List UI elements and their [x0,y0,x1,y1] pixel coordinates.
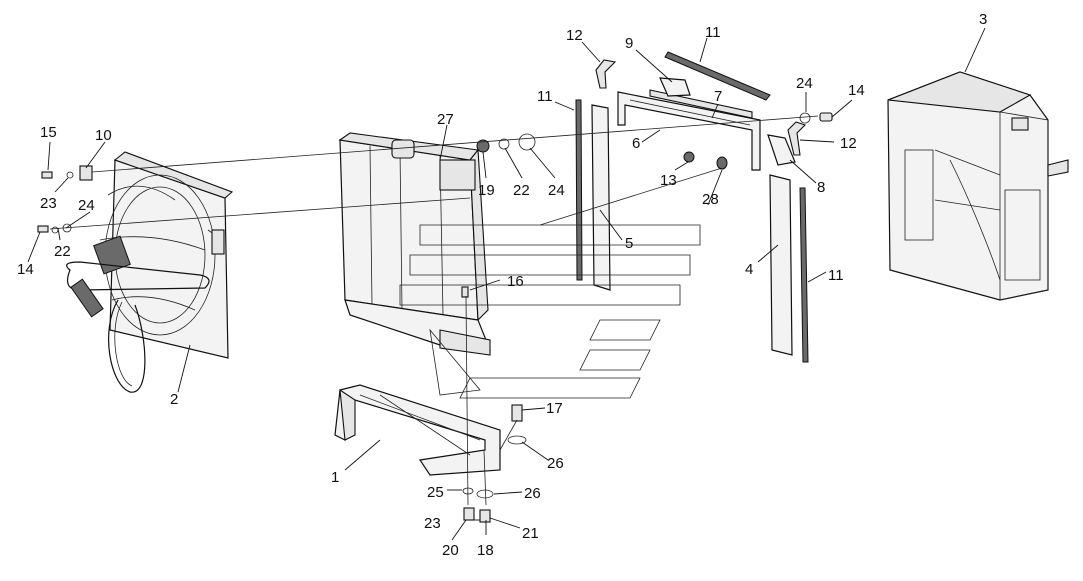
callout-28: 28 [702,191,719,208]
callout-23-left: 23 [40,195,57,212]
callout-3: 3 [979,11,987,28]
bracket-8 [767,134,796,166]
callout-9: 9 [625,35,633,52]
leader-lines [27,27,986,541]
callout-12-top: 12 [566,27,583,44]
callout-13: 13 [660,172,677,189]
callout-7: 7 [714,88,722,105]
side-panel-4 [769,174,793,356]
callout-20: 20 [442,542,459,559]
clip-12-top [595,59,617,89]
callout-labels: 1 2 3 4 5 6 7 8 9 10 11 11 11 12 12 13 1… [17,11,987,559]
callout-24-right: 24 [796,75,813,92]
callout-11-left: 11 [537,88,553,105]
callout-11-right: 11 [828,267,844,284]
seal-strip-left [575,99,583,281]
callout-23-bottom: 23 [424,515,441,532]
callout-11-top: 11 [705,24,721,41]
assembly-lines [49,115,819,506]
lower-support-bracket [334,384,501,476]
callout-1: 1 [331,469,339,486]
callout-18: 18 [477,542,494,559]
airflow-arrow [399,224,701,399]
callout-22-left: 22 [54,243,71,260]
callout-17: 17 [546,400,563,417]
housing-enclosure [887,71,1069,301]
clip-12-right [787,121,807,156]
seal-strip-top [664,51,771,101]
callout-8: 8 [817,179,825,196]
callout-21: 21 [522,525,539,542]
radiator [338,132,491,356]
callout-10: 10 [95,127,112,144]
bracket-9 [659,77,691,97]
callout-19: 19 [478,182,495,199]
callout-6: 6 [632,135,640,152]
callout-26-mid: 26 [547,455,564,472]
fan-shroud-assembly [66,151,234,393]
callout-15: 15 [40,124,57,141]
callout-5: 5 [625,235,633,252]
callout-27: 27 [437,111,454,128]
callout-24-left: 24 [78,197,95,214]
callout-22-mid: 22 [513,182,530,199]
callout-24-mid: 24 [548,182,565,199]
callout-4: 4 [745,261,753,278]
callout-14-right: 14 [848,82,865,99]
callout-2: 2 [170,391,178,408]
callout-26-bottom: 26 [524,485,541,502]
callout-14-left: 14 [17,261,34,278]
seal-strip-right [799,187,809,363]
callout-25: 25 [427,484,444,501]
callout-16: 16 [507,273,524,290]
callout-12-right: 12 [840,135,857,152]
